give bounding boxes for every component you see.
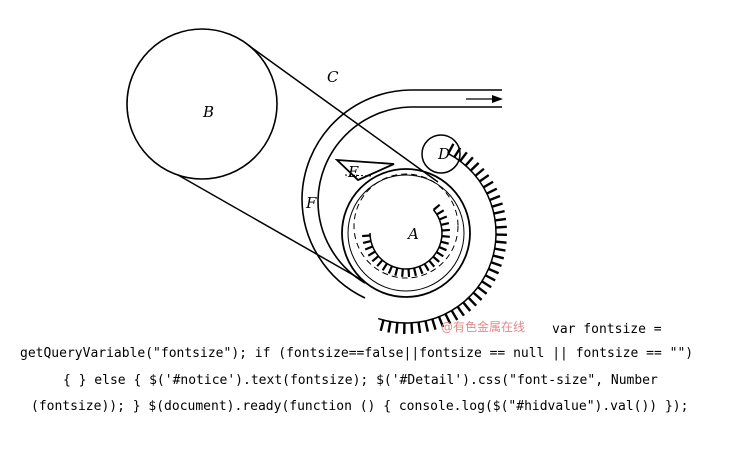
inner-teeth-tooth: [432, 255, 440, 263]
label-d: D: [437, 145, 450, 163]
outer-teeth-tooth: [489, 194, 501, 202]
outer-teeth-tooth: [467, 296, 478, 307]
outer-teeth-tooth: [495, 225, 507, 229]
watermark: @有色金属在线: [441, 319, 525, 334]
inner-teeth-tooth: [401, 268, 404, 277]
wedge-e: [334, 158, 395, 182]
label-c: C: [327, 68, 339, 86]
code-line-1: var fontsize =: [552, 322, 662, 337]
label-b: B: [202, 103, 214, 121]
outer-teeth-tooth: [379, 319, 385, 332]
inner-teeth-tooth: [394, 267, 399, 276]
outer-teeth-tooth: [484, 274, 496, 282]
drum-a: [341, 168, 471, 298]
label-e: E: [347, 163, 359, 181]
outer-teeth-tooth: [469, 161, 480, 172]
guide-c-outer: [301, 89, 502, 299]
outer-teeth-tooth: [387, 321, 392, 333]
inner-teeth-tooth: [440, 222, 450, 226]
label-a: A: [406, 225, 419, 243]
guide-c-inner: [317, 106, 502, 284]
outer-teeth-tooth: [494, 247, 506, 252]
outer-teeth-tooth: [456, 306, 465, 317]
outer-teeth-tooth: [486, 187, 498, 195]
outer-teeth-tooth: [464, 156, 474, 167]
outer-toothed-ring: [377, 143, 508, 335]
outer-teeth-tooth: [482, 180, 494, 189]
code-line-2: getQueryVariable("fontsize"); if (fontsi…: [20, 346, 693, 361]
outer-teeth-tooth: [444, 313, 452, 325]
inner-teeth-tooth: [364, 245, 374, 251]
outer-teeth-tooth: [431, 318, 437, 330]
outer-teeth-tooth: [459, 151, 468, 162]
outer-teeth-tooth: [495, 240, 507, 244]
inner-teeth-tooth: [376, 259, 384, 267]
inner-teeth-tooth: [441, 228, 450, 232]
outer-teeth-tooth: [424, 320, 430, 332]
inner-teeth-tooth: [362, 240, 372, 244]
outer-teeth-tooth: [493, 209, 505, 215]
outer-teeth-tooth: [437, 316, 445, 328]
outer-teeth-tooth: [477, 286, 488, 295]
outer-teeth-tooth: [395, 322, 399, 334]
outer-teeth-tooth: [479, 174, 490, 183]
inner-teeth-tooth: [418, 265, 424, 275]
wedge-e-hatch: [344, 174, 373, 177]
inner-teeth-base: [369, 209, 443, 270]
label-f: F: [305, 194, 317, 212]
inner-teeth-tooth: [371, 255, 380, 263]
outer-teeth-tooth: [492, 254, 505, 260]
drum-a-dashed: [353, 173, 459, 279]
outer-teeth-tooth: [417, 321, 422, 334]
outer-teeth-tooth: [481, 280, 492, 289]
inner-teeth-tooth: [381, 262, 388, 271]
inner-teeth-tooth: [436, 209, 445, 216]
inner-teeth-tooth: [438, 215, 448, 221]
inner-teeth-tooth: [440, 240, 449, 245]
inner-teeth-tooth: [435, 251, 444, 258]
inner-teeth-tooth: [441, 235, 450, 238]
outer-teeth-tooth: [462, 301, 472, 312]
outer-teeth-tooth: [453, 147, 462, 158]
inner-teeth-tooth: [367, 250, 376, 257]
inner-teeth-tooth: [413, 267, 417, 277]
outer-teeth-tooth: [472, 291, 483, 301]
outer-teeth-tooth: [488, 267, 500, 275]
belt-lower: [177, 174, 363, 281]
outer-teeth-tooth: [474, 167, 485, 177]
outer-teeth-tooth: [410, 322, 414, 334]
inner-toothed-ring: [362, 203, 450, 277]
inner-teeth-tooth: [432, 203, 441, 211]
inner-teeth-tooth: [362, 234, 371, 238]
outer-teeth-tooth: [450, 309, 459, 321]
outer-teeth-tooth: [494, 217, 507, 222]
outer-teeth-tooth: [447, 143, 455, 155]
code-line-4: (fontsize)); } $(document).ready(functio…: [31, 399, 688, 414]
inner-teeth-tooth: [407, 268, 411, 277]
roller-d: [421, 134, 461, 174]
inner-teeth-tooth: [428, 259, 436, 268]
outer-teeth-tooth: [490, 261, 502, 268]
code-line-3: { } else { $('#notice').text(fontsize); …: [63, 373, 658, 388]
outer-teeth-base: [377, 152, 497, 324]
inner-teeth-tooth: [423, 263, 430, 272]
drum-a-rim: [347, 174, 465, 292]
inner-teeth-tooth: [387, 265, 393, 274]
outer-teeth-tooth: [491, 202, 503, 208]
inner-teeth-tooth: [438, 246, 447, 252]
pulley-b: [126, 28, 278, 180]
flow-arrow-head: [492, 95, 503, 103]
